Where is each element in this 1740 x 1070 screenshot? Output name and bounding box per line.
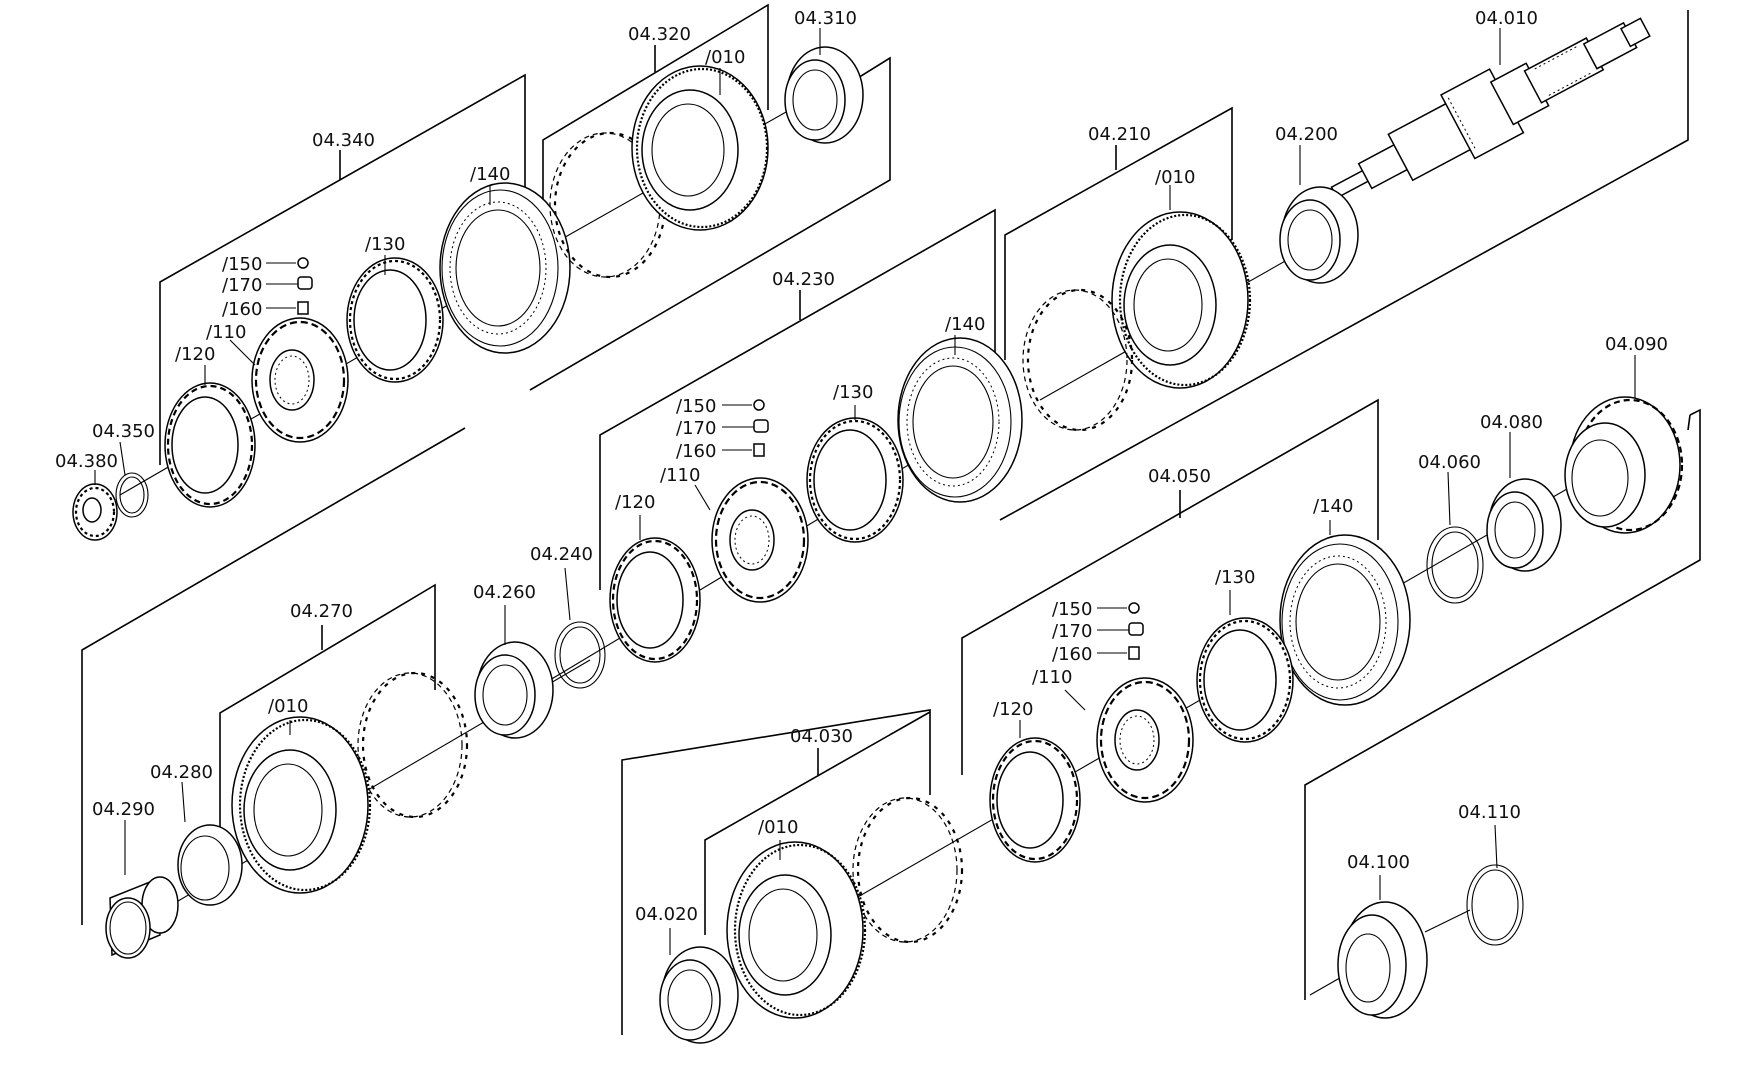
gear-04090[interactable]	[1564, 396, 1684, 534]
bushing-04290[interactable]	[105, 876, 179, 959]
label-low-120: /120	[993, 699, 1033, 720]
gear-04210-010[interactable]	[1111, 211, 1252, 389]
label-04110: 04.110	[1458, 802, 1521, 823]
label-04060: 04.060	[1418, 452, 1481, 473]
synchro-hub-110-low[interactable]	[1096, 677, 1194, 803]
label-04210: 04.210	[1088, 124, 1151, 145]
synchro-ring-04210[interactable]	[1022, 288, 1134, 432]
main-shaft-04010[interactable]	[1317, 0, 1662, 224]
snap-ring-04110[interactable]	[1466, 864, 1524, 946]
label-low-140: /140	[1313, 496, 1353, 517]
label-mid-140: /140	[945, 314, 985, 335]
gear-04270-010[interactable]	[231, 716, 372, 894]
synchro-ring-120-mid[interactable]	[609, 537, 701, 663]
label-04080: 04.080	[1480, 412, 1543, 433]
label-04290: 04.290	[92, 799, 155, 820]
label-04090: 04.090	[1605, 334, 1668, 355]
label-top-140: /140	[470, 164, 510, 185]
snap-ring-04240[interactable]	[554, 621, 606, 689]
label-low-170: /170	[1052, 621, 1092, 642]
small-parts-low	[1097, 602, 1144, 660]
label-04230: 04.230	[772, 269, 835, 290]
label-04260: 04.260	[473, 582, 536, 603]
label-04030-010: /010	[758, 817, 798, 838]
small-parts-top	[266, 257, 313, 315]
synchro-ring-04270[interactable]	[357, 671, 469, 819]
snap-ring-04060[interactable]	[1426, 526, 1484, 604]
label-04210-010: /010	[1155, 167, 1195, 188]
small-parts-mid	[722, 399, 769, 457]
label-04240: 04.240	[530, 544, 593, 565]
label-04340: 04.340	[312, 130, 375, 151]
needle-bearing-04020[interactable]	[659, 946, 739, 1044]
thrust-washer-04280[interactable]	[177, 824, 243, 906]
gear-04320-010[interactable]	[631, 65, 769, 231]
label-04280: 04.280	[150, 762, 213, 783]
snap-ring-04350[interactable]	[115, 472, 149, 518]
nut-04380[interactable]	[72, 483, 118, 541]
synchro-hub-110-mid[interactable]	[711, 477, 809, 603]
needle-bearing-04080[interactable]	[1486, 478, 1562, 572]
label-04350: 04.350	[92, 421, 155, 442]
label-04270: 04.270	[290, 601, 353, 622]
shift-sleeve-140-low[interactable]	[1279, 534, 1411, 706]
label-top-170: /170	[222, 275, 262, 296]
label-low-110: /110	[1032, 667, 1072, 688]
leader-lines	[94, 28, 1636, 955]
label-mid-150: /150	[676, 396, 716, 417]
needle-bearing-04200[interactable]	[1279, 186, 1359, 284]
shift-sleeve-140-top[interactable]	[439, 182, 571, 354]
shift-sleeve-140-mid[interactable]	[897, 337, 1023, 503]
label-mid-130: /130	[833, 382, 873, 403]
label-04320: 04.320	[628, 24, 691, 45]
synchro-ring-130-low[interactable]	[1196, 617, 1294, 743]
label-top-120: /120	[175, 344, 215, 365]
label-04020: 04.020	[635, 904, 698, 925]
label-mid-110: /110	[660, 465, 700, 486]
gear-04030-010[interactable]	[726, 841, 867, 1019]
label-04270-010: /010	[268, 696, 308, 717]
ball-bearing-04100[interactable]	[1337, 901, 1428, 1019]
part-labels: 04.010 04.310 04.320 /010 04.340 /140 /1…	[55, 8, 1668, 925]
label-mid-170: /170	[676, 418, 716, 439]
label-mid-160: /160	[676, 441, 716, 462]
label-low-150: /150	[1052, 599, 1092, 620]
synchro-ring-120-low[interactable]	[989, 737, 1081, 863]
label-04380: 04.380	[55, 451, 118, 472]
label-04050: 04.050	[1148, 466, 1211, 487]
label-top-110: /110	[206, 322, 246, 343]
synchro-ring-130-top[interactable]	[346, 257, 444, 383]
label-04030: 04.030	[790, 726, 853, 747]
label-04010: 04.010	[1475, 8, 1538, 29]
label-low-130: /130	[1215, 567, 1255, 588]
label-top-130: /130	[365, 234, 405, 255]
needle-bearing-04310[interactable]	[784, 46, 864, 144]
label-04200: 04.200	[1275, 124, 1338, 145]
label-top-150: /150	[222, 254, 262, 275]
needle-bearing-04260[interactable]	[474, 641, 554, 739]
bracket-lines	[81, 3, 1701, 1035]
label-04320-010: /010	[705, 47, 745, 68]
label-04100: 04.100	[1347, 852, 1410, 873]
label-low-160: /160	[1052, 644, 1092, 665]
label-top-160: /160	[222, 299, 262, 320]
label-mid-120: /120	[615, 492, 655, 513]
synchro-hub-110-top[interactable]	[251, 317, 349, 443]
synchro-ring-04030[interactable]	[852, 796, 964, 944]
label-04310: 04.310	[794, 8, 857, 29]
synchro-ring-120-top[interactable]	[164, 382, 256, 508]
synchro-ring-130-mid[interactable]	[806, 417, 904, 543]
